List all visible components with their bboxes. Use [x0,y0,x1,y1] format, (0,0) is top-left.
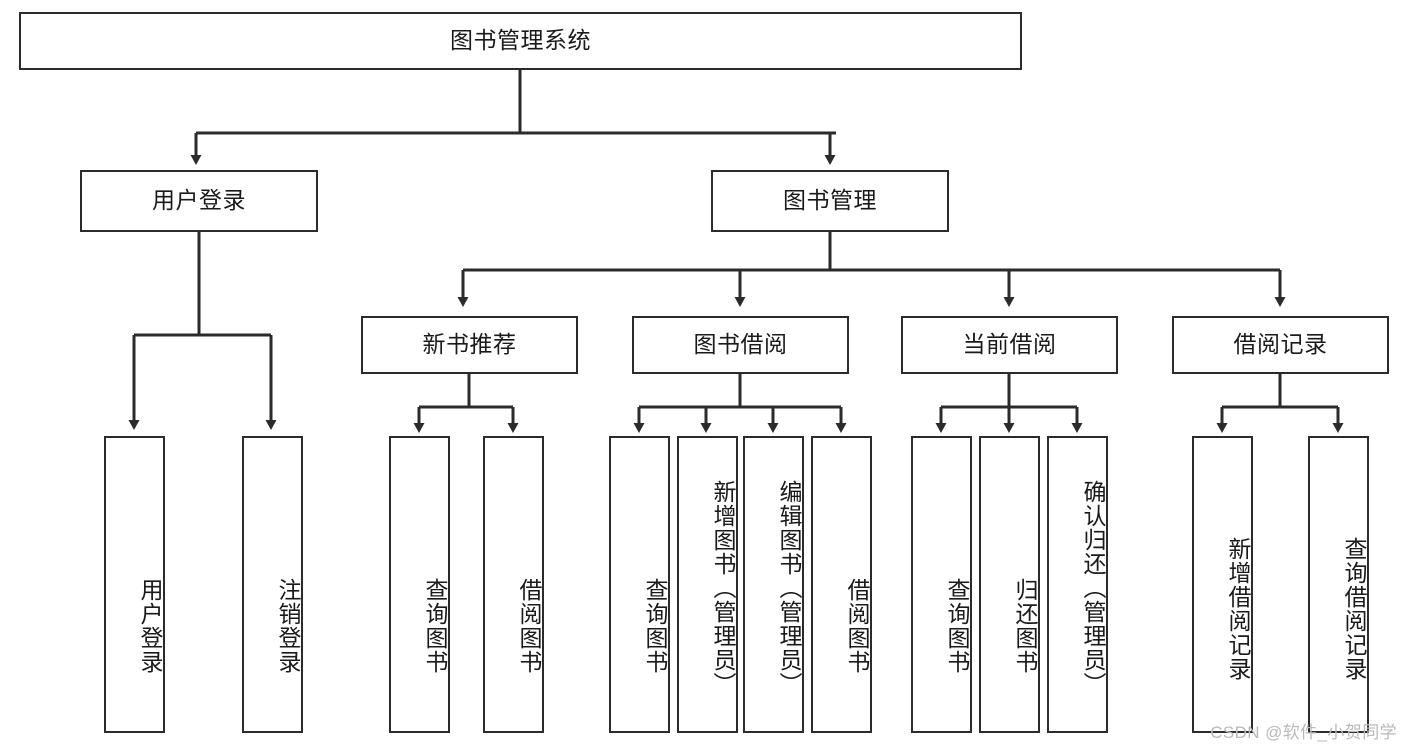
node-label: 编辑图书（管理员） [776,479,802,696]
node-label: 查询借阅记录 [1341,536,1367,681]
leaf-new-book-borrow-book[interactable]: 借阅图书 [483,436,544,733]
node-label: 借阅图书 [844,577,870,674]
node-new-book-recommend[interactable]: 新书推荐 [361,316,578,374]
node-root-book-management-system[interactable]: 图书管理系统 [19,12,1022,70]
node-label: 查询图书 [642,577,668,674]
leaf-book-borrow-query-book[interactable]: 查询图书 [609,436,670,733]
leaf-user-login-signout[interactable]: 注销登录 [242,436,303,733]
node-label: 查询图书 [944,577,970,674]
node-borrow-record[interactable]: 借阅记录 [1172,316,1389,374]
node-label: 借阅记录 [1233,331,1328,358]
node-label: 确认归还（管理员） [1080,479,1106,696]
node-label: 查询图书 [422,577,448,674]
node-label: 图书管理 [783,187,877,214]
leaf-current-borrow-query-book[interactable]: 查询图书 [911,436,972,733]
node-label: 图书借阅 [693,331,788,358]
node-label: 注销登录 [275,577,301,674]
leaf-current-borrow-return-book[interactable]: 归还图书 [979,436,1040,733]
node-label: 归还图书 [1012,577,1038,674]
leaf-current-borrow-confirm-return-admin[interactable]: 确认归还（管理员） [1047,436,1108,733]
node-current-borrow[interactable]: 当前借阅 [901,316,1118,374]
leaf-book-borrow-borrow-book[interactable]: 借阅图书 [811,436,872,733]
node-label: 用户登录 [152,187,246,214]
node-label: 新书推荐 [422,331,517,358]
node-label: 用户登录 [137,577,163,674]
leaf-book-borrow-edit-book-admin[interactable]: 编辑图书（管理员） [743,436,804,733]
leaf-borrow-record-query-record[interactable]: 查询借阅记录 [1308,436,1369,733]
node-book-borrow[interactable]: 图书借阅 [632,316,849,374]
leaf-user-login-signin[interactable]: 用户登录 [104,436,165,733]
leaf-book-borrow-add-book-admin[interactable]: 新增图书（管理员） [677,436,738,733]
node-label: 新增借阅记录 [1225,536,1251,681]
csdn-watermark: CSDN @软件_小贺同学 [1210,723,1397,742]
node-label: 当前借阅 [962,331,1057,358]
leaf-borrow-record-add-record[interactable]: 新增借阅记录 [1192,436,1253,733]
node-label: 新增图书（管理员） [710,479,736,696]
node-book-management[interactable]: 图书管理 [711,170,949,232]
node-user-login[interactable]: 用户登录 [80,170,318,232]
node-label: 图书管理系统 [450,27,591,54]
node-label: 借阅图书 [516,577,542,674]
leaf-new-book-query-book[interactable]: 查询图书 [389,436,450,733]
